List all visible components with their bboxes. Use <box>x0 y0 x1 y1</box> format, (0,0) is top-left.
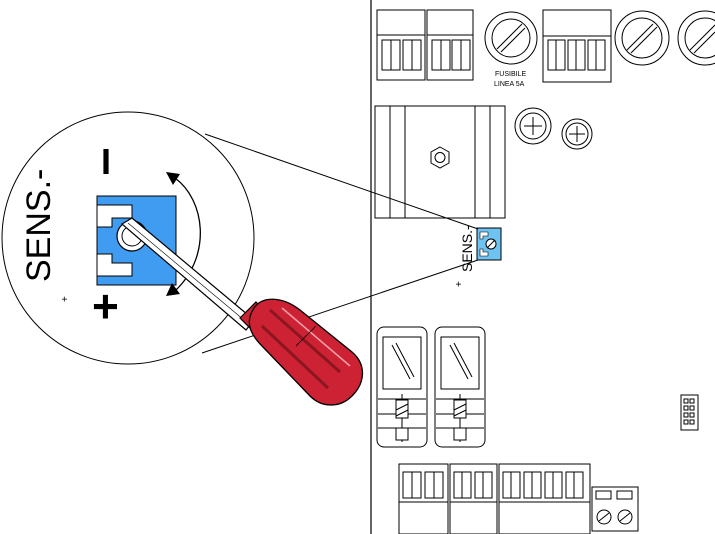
board-plus-label: + <box>454 281 465 287</box>
heatsink <box>374 105 506 219</box>
zoom-plus-small: + <box>60 296 71 302</box>
arrow-head-bottom <box>166 283 180 296</box>
fuse-label-line1: FUSIBILE <box>495 71 526 78</box>
terminal-block-top-left <box>376 9 474 81</box>
arrow-head-top <box>166 172 180 185</box>
trimmer-icon-board <box>476 227 502 261</box>
connector-icon <box>680 394 699 431</box>
fuse-icon-right <box>614 10 715 66</box>
board-sens-label: SENS.- <box>459 225 475 272</box>
fuse-label-line2: LINEA 5A <box>494 81 525 88</box>
terminal-block-icon <box>398 463 639 534</box>
screwdriver-icon <box>120 217 364 406</box>
zoom-sens-label: SENS.- <box>20 169 58 282</box>
trimmer-icon <box>96 195 177 286</box>
zoom-line-top <box>204 133 479 230</box>
minus-sign: I <box>101 141 111 182</box>
fuse-icon <box>484 11 538 65</box>
zoom-line-bottom <box>201 259 479 354</box>
screw-icon <box>514 107 593 150</box>
plus-sign: + <box>92 280 119 332</box>
terminal-block-top-right <box>542 9 612 83</box>
relay-icon <box>376 326 486 448</box>
